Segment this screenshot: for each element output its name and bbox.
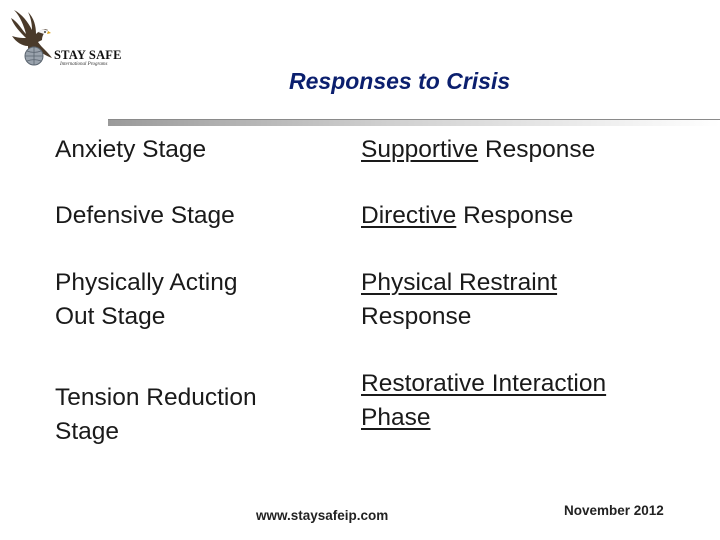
title-divider [108,119,720,126]
stage-label-line1: Physically Acting [55,269,238,296]
response-keyword: Supportive [361,136,479,163]
response-restorative-interaction: Restorative Interaction Phase [361,367,606,435]
stay-safe-logo: STAY SAFE International Programs [8,8,133,70]
logo-tagline: International Programs [60,62,108,67]
stage-label-line2: Stage [55,418,120,445]
stage-physically-acting-out: Physically Acting Out Stage [55,266,237,334]
logo-name: STAY SAFE [54,48,122,62]
response-supportive: Supportive Response [361,133,595,167]
response-label-line2: Phase [361,404,431,431]
stage-label: Defensive Stage [55,202,235,229]
eagle-icon [11,10,52,66]
response-label-line2: Response [361,303,472,330]
response-label: Response [456,202,574,229]
stage-anxiety: Anxiety Stage [55,133,206,167]
stage-tension-reduction: Tension Reduction Stage [55,381,257,449]
footer-date: November 2012 [564,503,664,518]
stage-label: Anxiety Stage [55,136,207,163]
response-keyword: Restorative Interaction [361,370,607,397]
stage-label-line1: Tension Reduction [55,384,257,411]
response-keyword: Directive [361,202,457,229]
response-keyword: Physical Restraint [361,269,558,296]
response-physical-restraint: Physical Restraint Response [361,266,557,334]
stage-label-line2: Out Stage [55,303,166,330]
footer-url: www.staysafeip.com [256,508,389,523]
response-label: Response [478,136,596,163]
response-directive: Directive Response [361,199,573,233]
stage-defensive: Defensive Stage [55,199,235,233]
slide-title: Responses to Crisis [289,68,511,94]
